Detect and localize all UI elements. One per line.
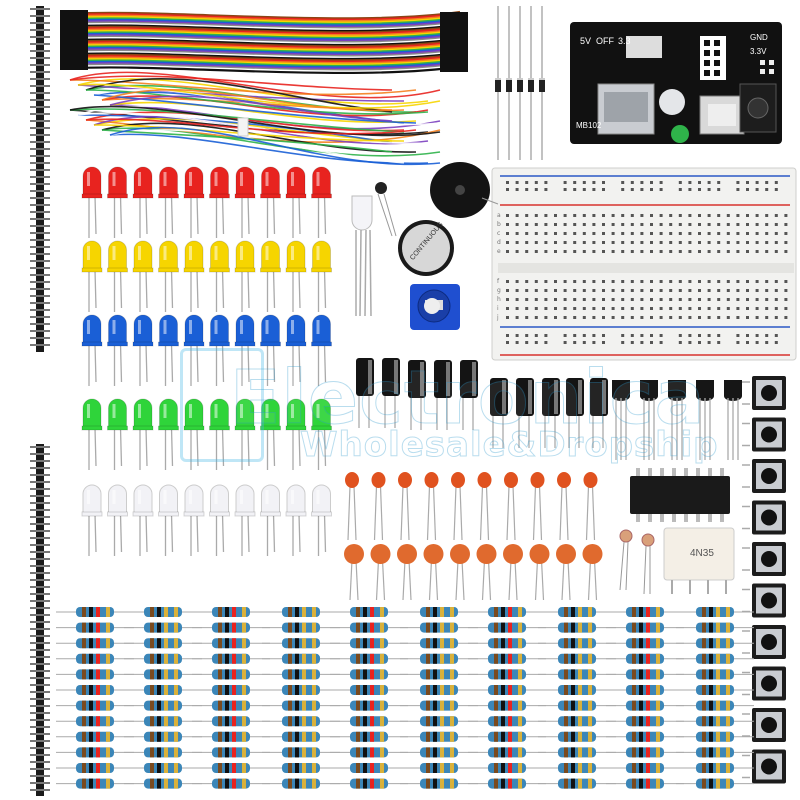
breadboard-row-label: j: [496, 314, 499, 321]
breadboard-row-label: c: [497, 230, 500, 237]
breadboard-row-label: d: [497, 239, 501, 246]
diodes: [495, 6, 545, 160]
potentiometer: [410, 284, 460, 330]
active-buzzer: CONTINUOUS: [398, 220, 454, 276]
breadboard-row-label: e: [497, 248, 501, 255]
breadboard-row-label: b: [497, 221, 501, 228]
transistors: [612, 380, 742, 460]
pm-board-id: MB102: [576, 121, 602, 130]
optocoupler-label: 4N35: [690, 548, 714, 559]
passive-buzzer: [430, 162, 499, 218]
ic-chip: [630, 468, 730, 522]
breadboard-row-label: a: [497, 212, 501, 219]
optocoupler: 4N35: [663, 527, 735, 594]
breadboard-row-label: i: [497, 305, 499, 312]
resistor-array: [56, 607, 754, 789]
jumper-wire-bundle: [69, 71, 441, 166]
breadboard-row-label: h: [497, 296, 501, 303]
photoresistors: [619, 529, 655, 595]
dupont-ribbon-cable: [60, 10, 468, 75]
ceramic-capacitors: [344, 472, 603, 601]
rgb-led: [351, 195, 373, 317]
breadboard-row-label: f: [497, 278, 500, 285]
breadboard-power-module: 5V OFF 3.3 GND 3.3V MB102: [570, 22, 782, 144]
tactile-push-buttons: [742, 376, 786, 784]
pin-header-bottom: [30, 444, 50, 796]
pm-label-gnd: GND: [750, 33, 768, 42]
led-array: [81, 166, 332, 556]
pm-label-33: 3.3: [618, 36, 631, 46]
electrolytic-capacitors: [356, 358, 608, 448]
pm-label-33v: 3.3V: [750, 47, 767, 56]
breadboard-row-label: g: [497, 287, 501, 294]
pm-label-off: OFF: [596, 36, 614, 46]
thermistor: [375, 182, 397, 237]
pm-label-5v: 5V: [580, 36, 591, 46]
pin-header-top: [30, 6, 50, 352]
